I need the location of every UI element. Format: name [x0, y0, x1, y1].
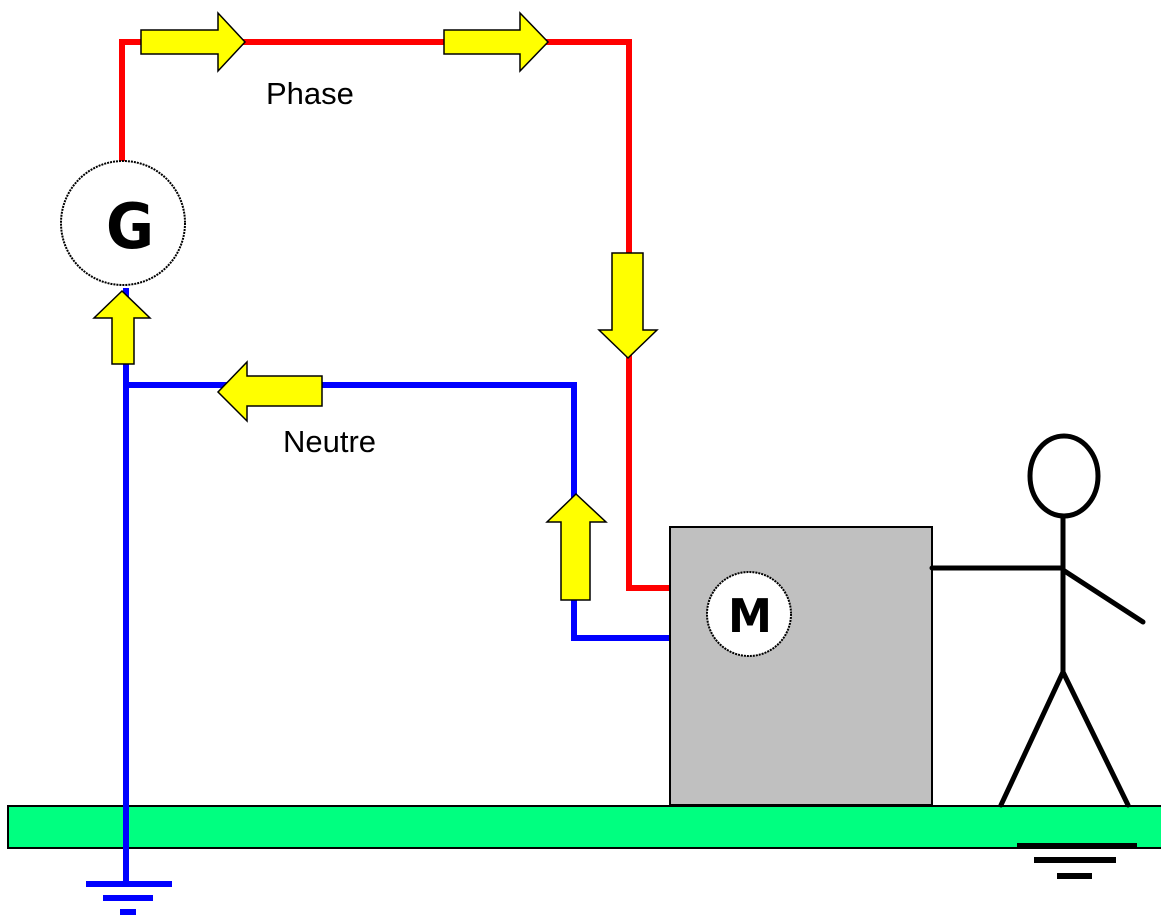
phase-arrow-right-2: [443, 11, 550, 73]
earth-symbol-neutral: [86, 881, 172, 915]
equipment-enclosure: [669, 526, 933, 806]
person-leg-left: [998, 669, 1066, 808]
neutral-wire: [126, 382, 710, 641]
motor-letter: M: [728, 589, 772, 643]
neutral-arrow-left: [216, 360, 323, 423]
person-arm-free: [1060, 567, 1146, 625]
motor-circle: [706, 571, 792, 657]
generator-circle: [60, 160, 186, 286]
earth-symbol-person: [1017, 843, 1137, 879]
neutral-arrow-up-generator: [92, 289, 152, 365]
person-leg-right: [1060, 669, 1131, 808]
ground-bar: [7, 805, 1161, 849]
person-figure: [929, 433, 1146, 808]
motor: M: [706, 571, 792, 657]
person-head: [1027, 433, 1101, 519]
neutral-arrow-up-motor: [545, 492, 608, 601]
phase-label: Phase: [266, 76, 354, 111]
neutral-label: Neutre: [283, 424, 377, 459]
phase-wire: [119, 39, 710, 591]
phase-arrow-down: [597, 252, 659, 360]
generator: G: [60, 160, 186, 286]
generator-letter: G: [106, 190, 154, 263]
phase-arrow-right-1: [140, 11, 247, 73]
